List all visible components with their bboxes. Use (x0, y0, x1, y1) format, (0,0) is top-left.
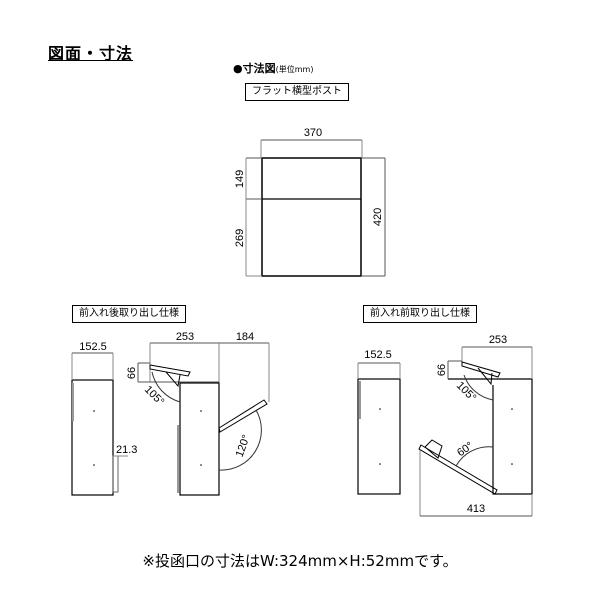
page-title: 図面・寸法 (48, 44, 134, 63)
front-lid-angle: 105° (454, 380, 479, 405)
rear-depth-dim: 152.5 (79, 341, 107, 353)
front-open-view: 253 66 105° 60° 413 (418, 334, 533, 517)
rear-lid-angle: 105° (142, 384, 167, 409)
front-bottom-height-dim: 269 (234, 229, 246, 247)
front-side-view: 152.5 (357, 349, 401, 495)
front-lid-clearance-dim: 253 (489, 334, 507, 346)
rear-take-out-label: 前入れ後取り出し仕様 (72, 305, 186, 323)
front-depth-dim: 152.5 (364, 349, 392, 361)
rear-door-angle: 120° (234, 433, 253, 458)
front-total-height-dim: 420 (372, 208, 384, 226)
section-heading: ●寸法図(単位mm) (233, 60, 313, 76)
product-name-label: フラット横型ポスト (245, 83, 349, 101)
rear-side-view: 152.5 21.3 (71, 341, 137, 496)
unit-label: (単位mm) (275, 65, 314, 74)
front-top-height-dim: 149 (234, 170, 246, 188)
front-lid-height-dim: 66 (436, 364, 448, 376)
front-take-out-label: 前入れ前取り出し仕様 (363, 305, 477, 323)
front-width-dim: 370 (304, 127, 322, 139)
mail-slot-note: ※投函口の寸法はW:324mm×H:52mmです。 (142, 552, 458, 570)
rear-lid-height-dim: 66 (126, 367, 138, 379)
rear-lid-clearance-dim: 253 (176, 331, 194, 343)
front-door-angle: 60° (455, 440, 476, 459)
front-view: 370 149 269 420 (234, 127, 386, 277)
rear-handle-dim: 21.3 (116, 444, 137, 456)
section-label: ●寸法図 (233, 62, 276, 75)
rear-open-view: 253 184 66 105° 120° (126, 331, 270, 496)
rear-door-extension-dim: 184 (236, 331, 254, 343)
front-door-extension-dim: 413 (467, 503, 485, 515)
